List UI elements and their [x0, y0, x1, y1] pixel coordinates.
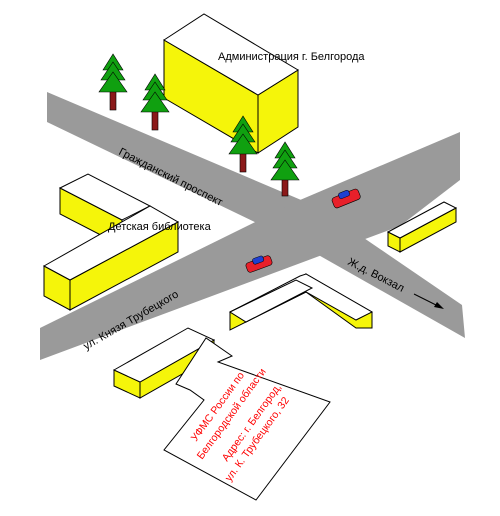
tree-icon [270, 141, 300, 197]
admin-roof [163, 13, 299, 96]
tree-icon [98, 53, 128, 111]
address-callout: УФМС России по Белгородской области Адре… [163, 337, 331, 501]
building-south-corner [228, 273, 374, 331]
administration-label: Администрация г. Белгорода [218, 51, 365, 63]
building-library [42, 173, 180, 311]
building-administration [163, 13, 299, 154]
callout-box [163, 337, 331, 501]
grazhdansky-avenue-road [47, 92, 465, 338]
ufms-roof [112, 327, 216, 383]
building-east-block [386, 201, 458, 253]
library-wing-lower-roof [42, 205, 180, 281]
car-icon [245, 255, 273, 273]
trees [98, 53, 300, 197]
car-icon [331, 188, 361, 209]
tree-icon [228, 115, 258, 173]
arrow-right-icon [413, 293, 444, 309]
tree-icon [140, 73, 170, 131]
library-label: Детская библиотека [108, 221, 212, 233]
